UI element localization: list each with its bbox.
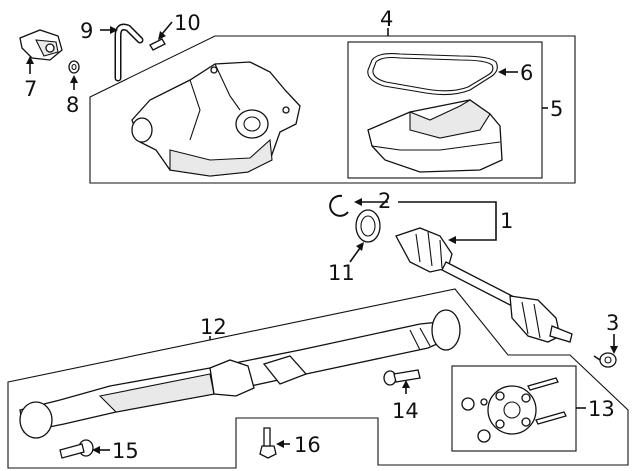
flex-disc-part bbox=[461, 377, 567, 443]
drive-shaft-part bbox=[19, 309, 461, 439]
seal-part bbox=[355, 209, 381, 243]
center-bearing-bolt-part bbox=[383, 369, 421, 386]
driveshaft-group-frame bbox=[7, 288, 629, 469]
callout-1: 1 bbox=[500, 209, 513, 233]
callout-12: 12 bbox=[200, 315, 227, 339]
snap-ring-part bbox=[329, 194, 349, 217]
callout-16: 16 bbox=[294, 433, 321, 457]
callout-15: 15 bbox=[112, 439, 139, 463]
callout-11: 11 bbox=[328, 261, 355, 285]
mounting-bolt-part bbox=[259, 427, 277, 459]
callout-3: 3 bbox=[606, 311, 619, 335]
callout-9: 9 bbox=[80, 19, 93, 43]
callout-14: 14 bbox=[392, 399, 419, 423]
differential-housing-part bbox=[131, 61, 301, 177]
callout-6: 6 bbox=[520, 61, 533, 85]
callout-13: 13 bbox=[588, 397, 615, 421]
gasket-part bbox=[367, 53, 498, 96]
callout-8: 8 bbox=[66, 93, 79, 117]
vent-tube-part bbox=[149, 38, 166, 51]
axle-nut-part bbox=[593, 352, 617, 368]
callout-7: 7 bbox=[24, 77, 37, 101]
callout-4: 4 bbox=[380, 7, 393, 31]
speed-sensor-part bbox=[19, 29, 63, 61]
oil-pan-part bbox=[367, 99, 503, 173]
oil-pan-group-frame bbox=[347, 41, 543, 179]
leader-lines bbox=[26, 21, 618, 454]
axle-shaft-part bbox=[395, 227, 573, 343]
callout-2: 2 bbox=[378, 189, 391, 213]
washer-part bbox=[68, 60, 80, 74]
callout-5: 5 bbox=[550, 97, 563, 121]
flange-bolt-part bbox=[59, 439, 94, 459]
callout-10: 10 bbox=[174, 11, 201, 35]
differential-group-frame bbox=[89, 35, 576, 184]
